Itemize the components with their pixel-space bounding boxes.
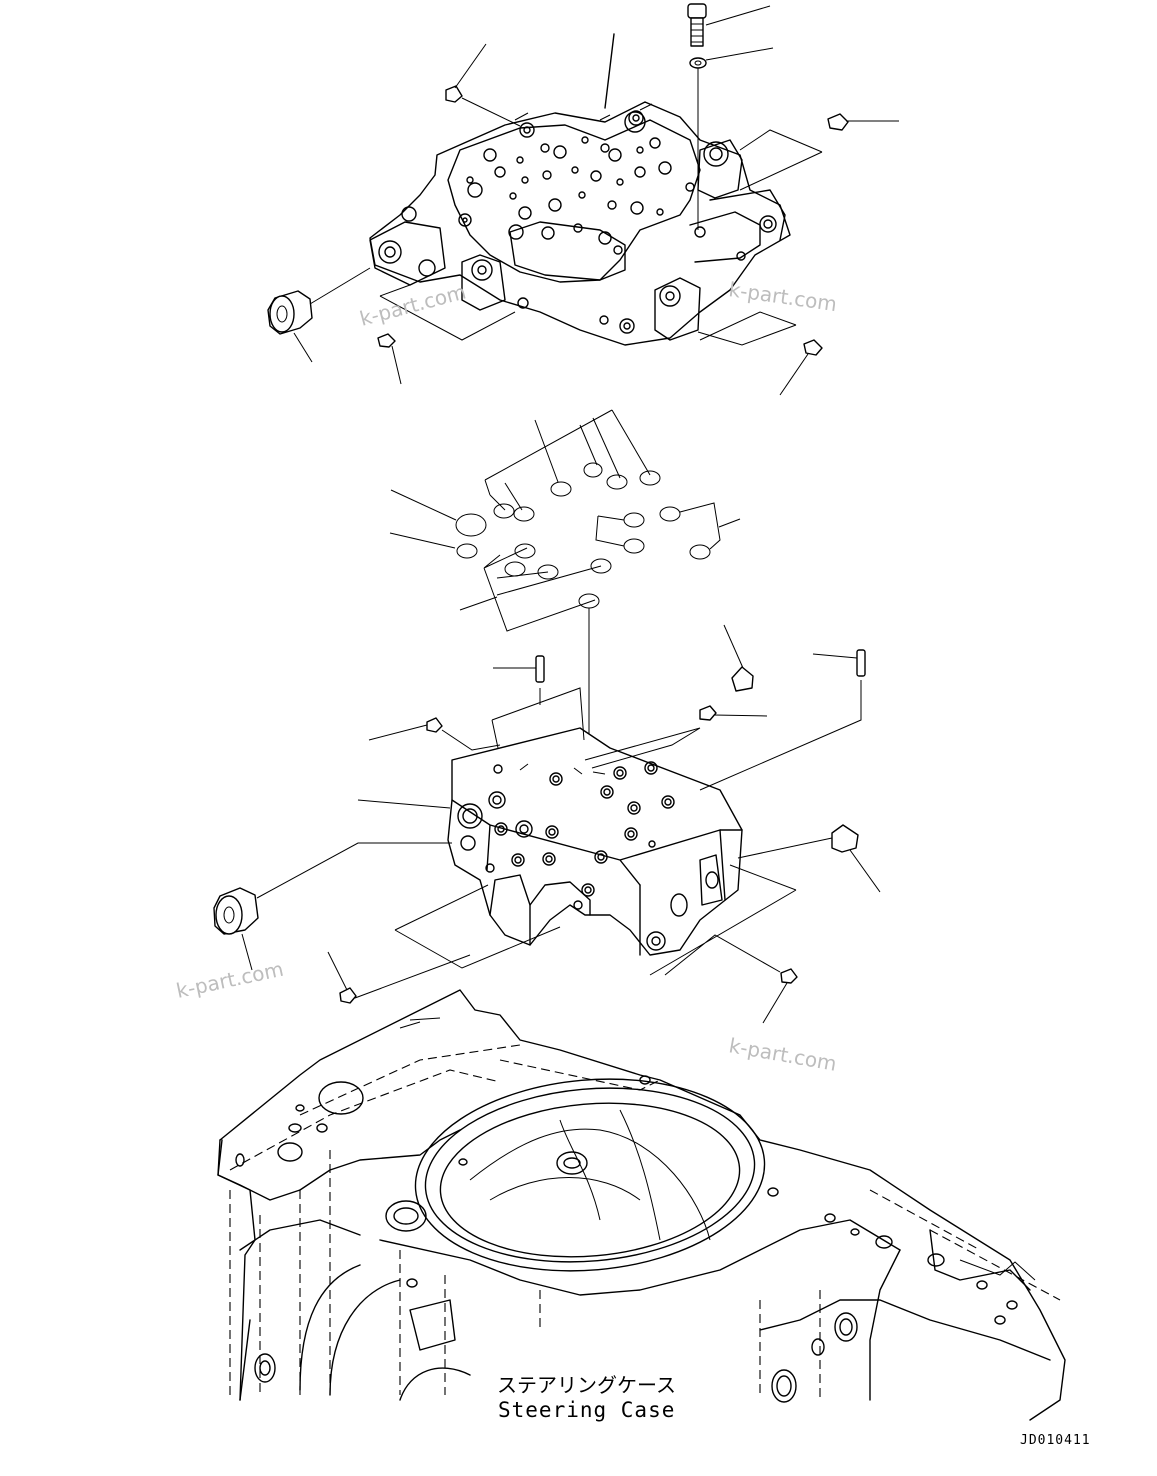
middle-plugs [213, 624, 881, 1024]
bolt-top [687, 3, 774, 230]
middle-valve-body [447, 727, 743, 956]
steering-case-label-jp: ステアリングケース [497, 1373, 676, 1397]
drawing-id: JD010411 [1020, 1433, 1091, 1448]
upper-valve-ports [378, 110, 777, 334]
steering-case-label-en: Steering Case [498, 1398, 675, 1422]
watermark: k-part.com [727, 277, 838, 316]
watermark: k-part.com [174, 957, 286, 1003]
upper-plugs [267, 33, 899, 396]
upper-valve-body [369, 101, 791, 346]
watermark: k-part.com [727, 1033, 838, 1076]
check-balls-group [389, 409, 741, 890]
watermark: k-part.com [357, 279, 468, 330]
steering-case [217, 989, 1066, 1421]
